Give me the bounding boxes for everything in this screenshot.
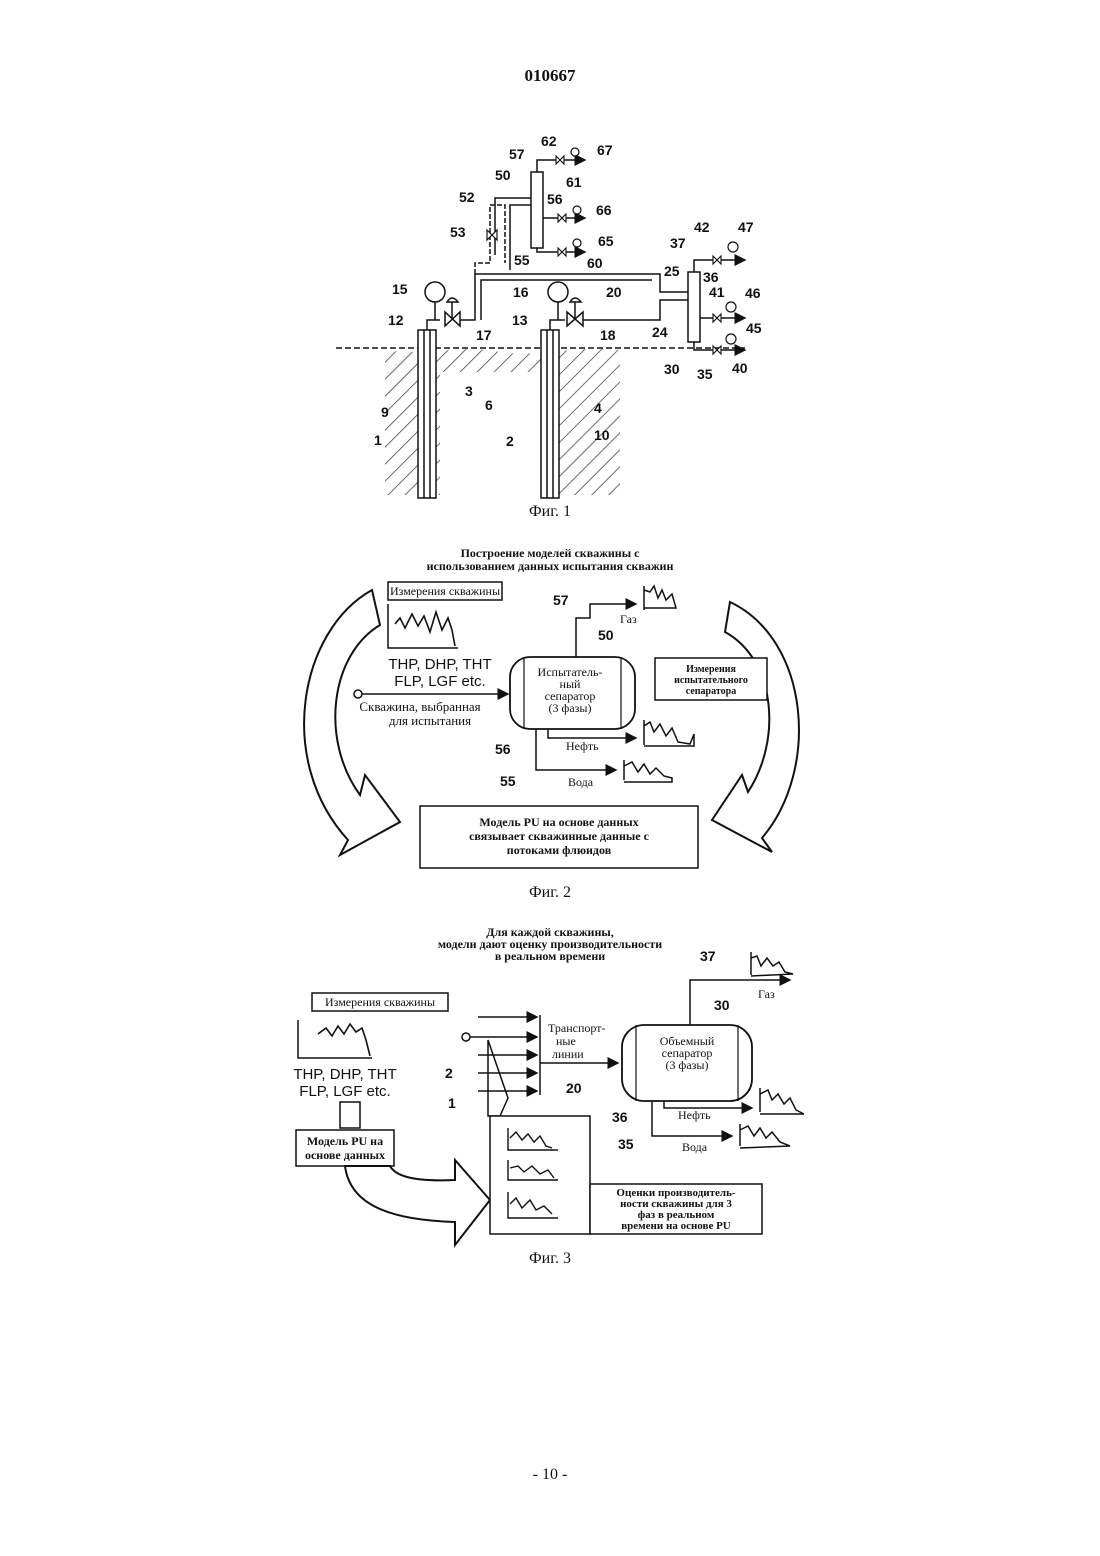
figure-3-caption: Фиг. 3: [529, 1250, 571, 1267]
ref-15: 15: [392, 281, 408, 297]
svg-text:связывает скважинные данные с: связывает скважинные данные с: [469, 829, 649, 843]
ref-17: 17: [476, 327, 492, 343]
ref-20: 20: [606, 284, 622, 300]
ref-52: 52: [459, 189, 475, 205]
fig2-well-selected-line1: Скважина, выбранная: [359, 699, 480, 714]
fig2-water-signal: [624, 760, 672, 782]
fig2-well-signal: [395, 612, 455, 646]
svg-text:в реальном времени: в реальном времени: [495, 949, 605, 963]
svg-text:сепаратора: сепаратора: [686, 686, 736, 697]
svg-text:ные: ные: [556, 1034, 576, 1048]
ref-46: 46: [745, 285, 761, 301]
ref-66: 66: [596, 202, 612, 218]
ref-67: 67: [597, 142, 613, 158]
ref-37: 37: [670, 235, 686, 251]
svg-text:Измерения: Измерения: [686, 664, 736, 675]
fig2-well-selected-line2: для испытания: [389, 713, 471, 728]
svg-text:2: 2: [445, 1065, 453, 1081]
svg-text:56: 56: [495, 741, 511, 757]
fig3-gas-signal: [751, 952, 793, 976]
ref-45: 45: [746, 320, 762, 336]
svg-text:37: 37: [700, 948, 716, 964]
svg-text:Модель PU на: Модель PU на: [307, 1134, 383, 1148]
svg-text:Измерения скважины: Измерения скважины: [325, 995, 435, 1009]
fig2-title-line2: использованием данных испытания скважин: [427, 559, 674, 573]
svg-text:57: 57: [553, 592, 569, 608]
svg-text:Газ: Газ: [758, 987, 775, 1001]
svg-text:(3 фазы): (3 фазы): [666, 1058, 709, 1072]
svg-text:основе данных: основе данных: [305, 1148, 385, 1162]
svg-text:Вода: Вода: [682, 1140, 708, 1154]
fig2-params-line1: THP, DHP, THT: [388, 656, 491, 673]
ref-4: 4: [594, 400, 602, 416]
svg-text:Нефть: Нефть: [566, 739, 599, 753]
fig3-oil-signal: [760, 1088, 804, 1114]
test-separator-50: [475, 148, 585, 274]
ref-6: 6: [485, 397, 493, 413]
fig3-water-signal: [740, 1124, 790, 1148]
page-number: - 10 -: [0, 1466, 1100, 1484]
ref-35: 35: [697, 366, 713, 382]
svg-text:Вода: Вода: [568, 775, 594, 789]
fig2-title-line1: Построение моделей скважины с: [461, 546, 641, 560]
svg-text:35: 35: [618, 1136, 634, 1152]
svg-text:55: 55: [500, 773, 516, 789]
left-cycle-arrow: [304, 590, 400, 855]
svg-text:20: 20: [566, 1080, 582, 1096]
fig2-params-line2: FLP, LGF etc.: [394, 673, 485, 690]
ref-55: 55: [514, 252, 530, 268]
ref-24: 24: [652, 324, 668, 340]
fig2-oil-signal: [644, 720, 694, 746]
fig2-gas-signal: [644, 586, 676, 610]
ref-65: 65: [598, 233, 614, 249]
figure-2-caption: Фиг. 2: [529, 884, 571, 901]
ref-30: 30: [664, 361, 680, 377]
svg-text:времени на основе PU: времени на основе PU: [621, 1220, 731, 1232]
ref-9: 9: [381, 404, 389, 420]
svg-text:потоками флюидов: потоками флюидов: [507, 843, 612, 857]
svg-text:Нефть: Нефть: [678, 1108, 711, 1122]
fig3-model-arrow: [345, 1160, 490, 1245]
svg-text:Транспорт-: Транспорт-: [548, 1021, 605, 1035]
svg-text:Газ: Газ: [620, 612, 637, 626]
svg-text:30: 30: [714, 997, 730, 1013]
ref-13: 13: [512, 312, 528, 328]
svg-text:36: 36: [612, 1109, 628, 1125]
ref-1: 1: [374, 432, 382, 448]
svg-text:Модель PU на основе данных: Модель PU на основе данных: [479, 815, 638, 829]
svg-text:50: 50: [598, 627, 614, 643]
ref-53: 53: [450, 224, 466, 240]
ref-60: 60: [587, 255, 603, 271]
svg-text:1: 1: [448, 1095, 456, 1111]
ref-40: 40: [732, 360, 748, 376]
svg-text:FLP, LGF etc.: FLP, LGF etc.: [299, 1083, 390, 1100]
svg-text:испытательного: испытательного: [674, 675, 748, 686]
ref-50: 50: [495, 167, 511, 183]
ref-12: 12: [388, 312, 404, 328]
figure-1-caption: Фиг. 1: [529, 503, 571, 520]
fig2-well-measurements-label: Измерения скважины: [390, 584, 500, 598]
ref-25: 25: [664, 263, 680, 279]
ref-16: 16: [513, 284, 529, 300]
ref-18: 18: [600, 327, 616, 343]
ref-41: 41: [709, 284, 725, 300]
ref-42: 42: [694, 219, 710, 235]
ref-2: 2: [506, 433, 514, 449]
ref-62: 62: [541, 133, 557, 149]
svg-text:(3 фазы): (3 фазы): [549, 701, 592, 715]
ref-3: 3: [465, 383, 473, 399]
ref-56: 56: [547, 191, 563, 207]
svg-text:THP, DHP, THT: THP, DHP, THT: [293, 1066, 396, 1083]
right-cycle-arrow: [712, 602, 799, 852]
fig3-well-signal: [318, 1024, 370, 1056]
ref-47: 47: [738, 219, 754, 235]
fig3-estimates-panel: [490, 1116, 590, 1234]
svg-text:линии: линии: [552, 1047, 584, 1061]
ref-61: 61: [566, 174, 582, 190]
ref-36: 36: [703, 269, 719, 285]
ref-10: 10: [594, 427, 610, 443]
ref-57: 57: [509, 146, 525, 162]
